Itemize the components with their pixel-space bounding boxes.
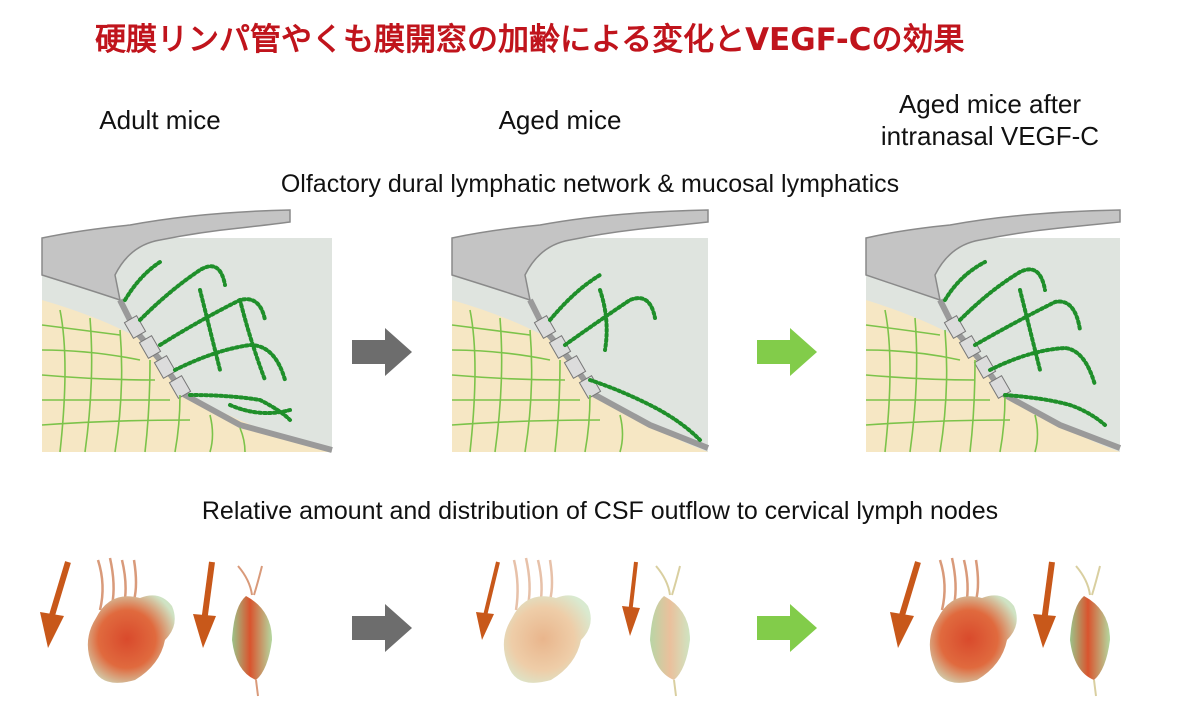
csf-flow-arrow-icon [476,561,500,640]
section-title-bottom: Relative amount and distribution of CSF … [201,497,999,525]
column-label-aged: Aged mice [460,104,660,136]
panel-aged-lymphatic [451,209,710,453]
gray-arrow-icon [352,328,412,376]
csf-flow-arrow-icon [622,561,640,636]
csf-flow-arrow-icon [40,561,71,648]
green-arrow-icon [757,604,817,652]
column-label-aged-vegfc-line2: intranasal VEGF-C [880,121,1100,151]
node-panel-aged [476,557,690,697]
csf-flow-arrow-icon [1033,561,1056,648]
panel-aged-vegfc-lymphatic [865,209,1122,453]
column-label-aged-text: Aged mice [498,105,622,135]
column-label-adult: Adult mice [60,104,260,136]
column-label-adult-text: Adult mice [99,105,221,135]
figure-title: 硬膜リンパ管やくも膜開窓の加齢による変化とVEGF-Cの効果 [95,22,965,58]
column-label-aged-vegfc: Aged mice after intranasal VEGF-C [840,88,1140,152]
green-arrow-icon [757,328,817,376]
node-panel-adult [40,557,272,697]
csf-flow-arrow-icon [193,561,216,648]
node-panel-aged-vegfc [890,557,1110,697]
column-label-aged-vegfc-line1: Aged mice after [898,89,1082,119]
csf-flow-arrow-icon [890,561,921,648]
panel-adult-lymphatic [41,209,333,453]
section-title-top: Olfactory dural lymphatic network & muco… [280,170,900,198]
gray-arrow-icon [352,604,412,652]
